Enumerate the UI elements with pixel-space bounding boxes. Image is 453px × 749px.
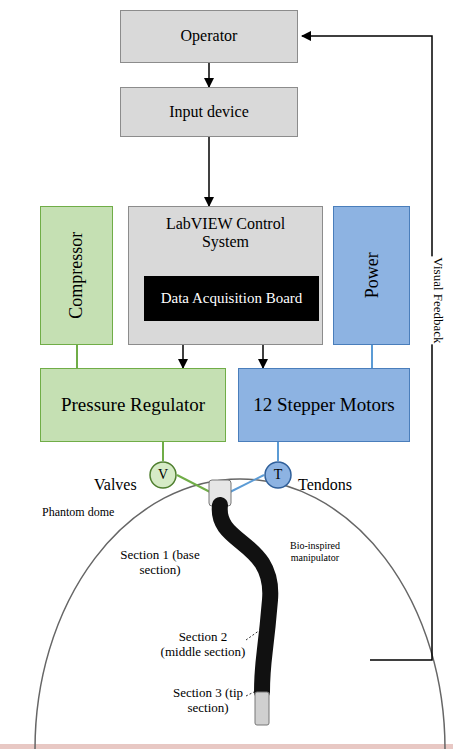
ground-strip: [0, 744, 453, 749]
leader-line: [246, 692, 254, 696]
process-box: LabVIEW Control SystemData Acquisition B…: [128, 206, 323, 345]
process-box: 12 Stepper Motors: [238, 368, 410, 442]
node-text: 12 Stepper Motors: [247, 394, 400, 416]
part-label: Phantom dome: [42, 506, 114, 520]
node-text: Input device: [163, 103, 255, 121]
supply-line: [371, 345, 373, 368]
phantom-dome: [35, 479, 445, 749]
tendon-wire: [230, 475, 264, 492]
part-label: Bio-inspired manipulator: [280, 540, 350, 563]
supply-line: [162, 442, 164, 461]
supply-line: [277, 442, 279, 461]
part-label: Valves: [94, 476, 137, 494]
signal-arrow: [208, 63, 210, 87]
junction-circle: V: [149, 461, 177, 489]
node-text: T: [274, 467, 283, 483]
section-label: Section 3 (tip section): [170, 686, 246, 716]
node-text: V: [158, 467, 168, 483]
section-label: Section 1 (base section): [115, 548, 205, 578]
process-box: Pressure Regulator: [40, 368, 226, 442]
manipulator-tip: [255, 692, 269, 725]
process-box: Data Acquisition Board: [144, 276, 319, 321]
process-box: Input device: [120, 87, 298, 137]
node-text: Pressure Regulator: [55, 394, 211, 416]
feedback-line: [302, 36, 432, 660]
node-text: Compressor: [66, 232, 87, 319]
process-box: Compressor: [40, 206, 113, 345]
process-box: Operator: [120, 10, 298, 63]
valve-wire: [177, 475, 210, 492]
supply-line: [76, 345, 78, 368]
node-text: Power: [361, 253, 382, 299]
node-text: Operator: [175, 27, 244, 45]
leader-line: [246, 630, 260, 640]
manipulator-body: [220, 505, 271, 692]
node-text: Data Acquisition Board: [155, 290, 309, 307]
process-box: Power: [333, 206, 410, 345]
feedback-label: Visual Feedback: [428, 256, 447, 344]
node-text: LabVIEW Control System: [156, 215, 296, 252]
section-label: Section 2 (middle section): [160, 630, 246, 660]
signal-arrow: [208, 137, 210, 206]
junction-circle: T: [264, 461, 292, 489]
part-label: Tendons: [298, 476, 352, 494]
